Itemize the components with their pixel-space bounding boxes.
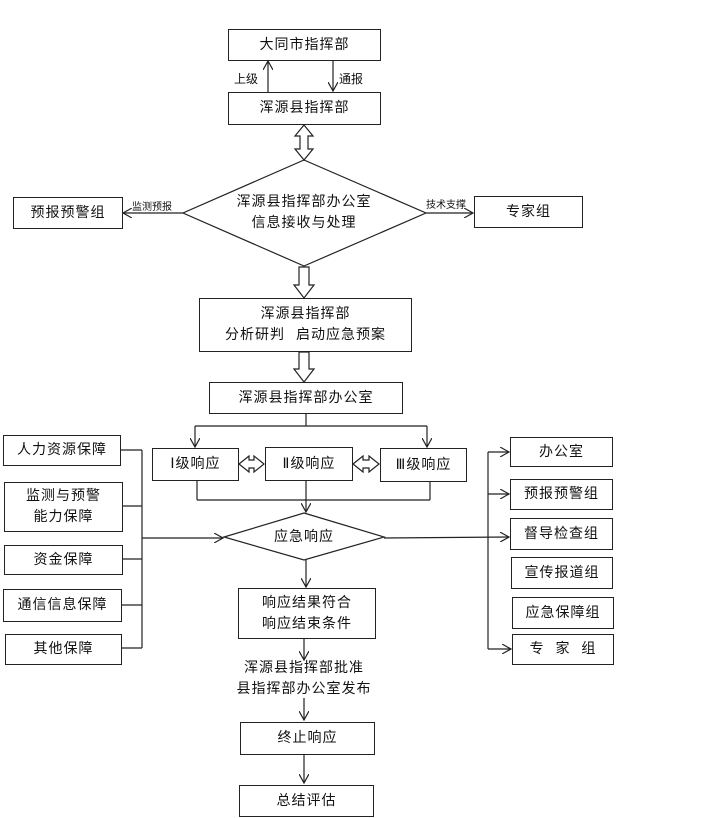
support-other-label: 其他保障 <box>33 641 94 657</box>
summary-box: 总结评估 <box>239 785 374 817</box>
group-supervision-box: 督导检查组 <box>510 518 613 550</box>
level-3-label: Ⅲ级响应 <box>395 456 452 473</box>
level-1-box: Ⅰ级响应 <box>152 448 239 481</box>
terminate-label: 终止响应 <box>277 730 338 746</box>
double-arrow-horizontal <box>238 454 265 474</box>
group-expert-label: 专 家 组 <box>529 641 597 657</box>
group-emergency-support-label: 应急保障组 <box>525 604 601 621</box>
terminate-box: 终止响应 <box>240 722 375 755</box>
group-emergency-support-box: 应急保障组 <box>512 597 614 629</box>
up-label: 上级 <box>234 72 259 86</box>
notify-label: 通报 <box>339 72 364 86</box>
support-hr-box: 人力资源保障 <box>3 435 121 466</box>
group-expert-box: 专 家 组 <box>512 634 614 665</box>
info-line1: 浑源县指挥部办公室 <box>236 194 372 210</box>
analysis-line2: 分析研判 启动应急预案 <box>225 327 386 343</box>
office-label: 浑源县指挥部办公室 <box>238 389 374 406</box>
result-line2: 响应结束条件 <box>262 615 352 632</box>
support-monitor-line1: 监测与预警 <box>26 488 101 504</box>
group-forecast-label: 预报预警组 <box>524 486 599 502</box>
double-arrow-vertical <box>293 124 315 161</box>
double-arrow-horizontal <box>352 454 380 474</box>
level-2-label: Ⅱ级响应 <box>282 455 336 472</box>
support-comm-label: 通信信息保障 <box>17 597 108 613</box>
support-monitor-box: 监测与预警 能力保障 <box>4 482 123 532</box>
group-office-box: 办公室 <box>510 437 613 467</box>
support-fund-label: 资金保障 <box>33 551 94 568</box>
summary-label: 总结评估 <box>276 792 337 809</box>
county-hq-label: 浑源县指挥部 <box>259 100 350 116</box>
approval-text: 浑源县指挥部批准 县指挥部办公室发布 <box>204 658 404 700</box>
approval-line1: 浑源县指挥部批准 <box>244 660 364 676</box>
expert-group-label: 专家组 <box>506 203 551 220</box>
forecast-group-label: 预报预警组 <box>30 204 106 221</box>
forecast-group-box: 预报预警组 <box>13 197 123 229</box>
level-2-box: Ⅱ级响应 <box>265 447 353 481</box>
monitor-forecast-label: 监测预报 <box>132 202 172 213</box>
level-3-box: Ⅲ级响应 <box>380 448 467 482</box>
level-1-label: Ⅰ级响应 <box>170 456 221 472</box>
response-label: 应急响应 <box>274 528 334 545</box>
county-hq-box: 浑源县指挥部 <box>228 92 381 125</box>
analysis-line1: 浑源县指挥部 <box>260 306 351 322</box>
office-box: 浑源县指挥部办公室 <box>209 382 403 414</box>
group-forecast-box: 预报预警组 <box>510 479 613 510</box>
city-hq-box: 大同市指挥部 <box>228 29 381 61</box>
analysis-box: 浑源县指挥部 分析研判 启动应急预案 <box>199 298 412 352</box>
support-monitor-line2: 能力保障 <box>33 509 94 525</box>
result-line1: 响应结果符合 <box>262 594 352 611</box>
approval-line2: 县指挥部办公室发布 <box>236 681 372 697</box>
group-publicity-box: 宣传报道组 <box>511 557 613 589</box>
response-diamond-shape <box>221 512 387 561</box>
hollow-down-arrow <box>292 266 316 299</box>
result-box: 响应结果符合 响应结束条件 <box>238 588 376 639</box>
tech-support-label: 技术支撑 <box>426 200 466 211</box>
support-fund-box: 资金保障 <box>4 545 123 575</box>
info-diamond-text: 浑源县指挥部办公室 信息接收与处理 <box>200 190 408 236</box>
hollow-down-arrow <box>292 351 316 383</box>
group-supervision-label: 督导检查组 <box>524 525 599 542</box>
expert-group-box: 专家组 <box>474 196 583 228</box>
group-publicity-label: 宣传报道组 <box>524 564 600 581</box>
support-other-box: 其他保障 <box>5 634 122 665</box>
info-diamond-shape <box>181 159 428 267</box>
support-comm-box: 通信信息保障 <box>3 589 122 622</box>
info-line2: 信息接收与处理 <box>251 215 357 231</box>
group-office-label: 办公室 <box>539 443 584 460</box>
support-hr-label: 人力资源保障 <box>17 442 107 458</box>
response-diamond-text: 应急响应 <box>254 526 354 548</box>
city-hq-label: 大同市指挥部 <box>259 36 350 53</box>
